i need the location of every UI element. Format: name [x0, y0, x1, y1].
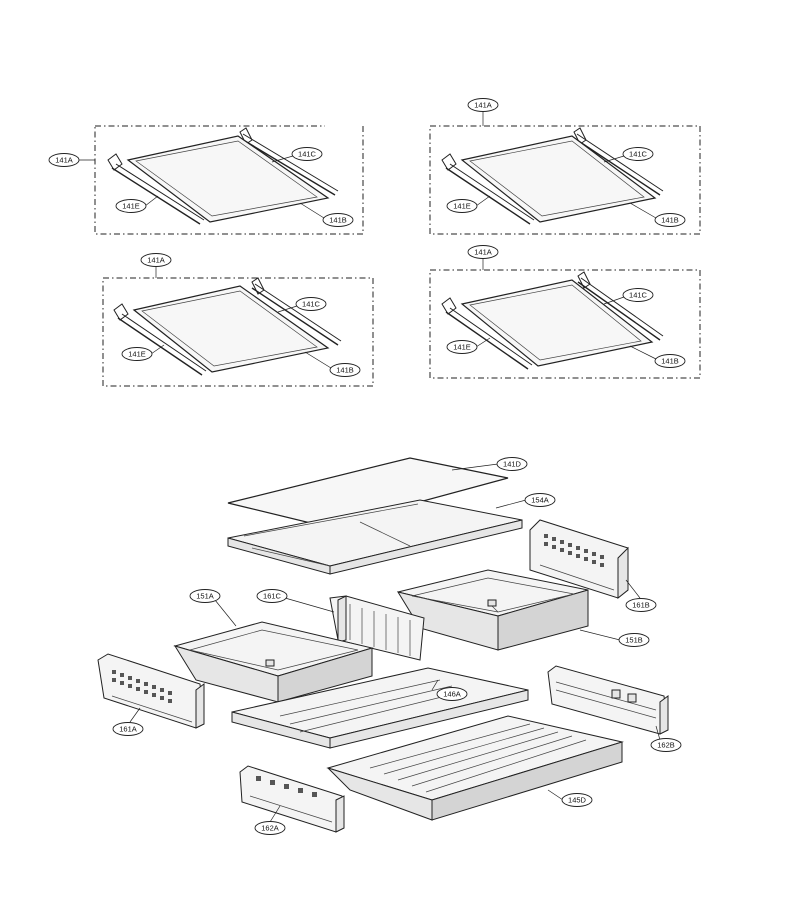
label-141c: 141C [298, 150, 317, 159]
label-151a: 151A [196, 592, 214, 601]
label-crisper-left: 151A [189, 589, 237, 627]
label-141a: 141A [55, 156, 73, 165]
label-141b: 141B [336, 366, 354, 375]
label-161c: 161C [263, 592, 282, 601]
crisper-rail-right-top [529, 519, 629, 600]
crisper-drawer-right [396, 569, 589, 651]
label-shelf-3-rail: 141C [277, 297, 327, 313]
label-141a: 141A [147, 256, 165, 265]
label-rail-right-bottom: 162B [650, 725, 682, 752]
label-141c: 141C [302, 300, 321, 309]
shelf-1-dashed-frame [94, 125, 364, 235]
shelf-1-glass [126, 135, 330, 223]
label-rail-bottom-left: 162A [254, 805, 286, 835]
label-crisper-right: 151B [579, 629, 650, 647]
label-shelf-3-glass: 141B [304, 351, 361, 377]
crisper-divider [329, 595, 425, 661]
label-divider: 161C [256, 589, 335, 613]
shelf-2-glass [460, 135, 657, 223]
shelf-1-rails [107, 127, 339, 225]
label-154a: 154A [531, 496, 549, 505]
label-shelf-2-rail: 141C [603, 147, 654, 163]
shelf-4-rails [441, 271, 664, 370]
crisper-rail-left [97, 653, 205, 729]
crisper-mid-cover [231, 667, 529, 749]
crisper-assembly: 141D 154A 161B 161C 151A 151B [97, 457, 682, 835]
crisper-rail-bottom-left [239, 765, 345, 833]
label-145d: 145D [568, 796, 587, 805]
label-141e: 141E [122, 202, 140, 211]
label-141b: 141B [661, 216, 679, 225]
shelf-3-glass [132, 285, 330, 373]
label-141b: 141B [661, 357, 679, 366]
label-162b: 162B [657, 741, 675, 750]
label-141e: 141E [128, 350, 146, 359]
label-141d: 141D [503, 460, 522, 469]
shelf-3-rails [113, 277, 342, 376]
label-141b: 141B [329, 216, 347, 225]
label-shelf-4-side: 141E [446, 337, 491, 354]
label-shelf-1-side: 141E [115, 195, 159, 213]
label-shelf-3-side: 141E [121, 344, 165, 361]
label-141a: 141A [474, 101, 492, 110]
shelf-2-rails [441, 127, 664, 225]
label-161b: 161B [632, 601, 650, 610]
label-141e: 141E [453, 343, 471, 352]
label-cover-frame: 154A [495, 493, 556, 509]
label-glass-top: 141D [451, 457, 528, 471]
shelf-assembly-2: 141A 141C 141E 141B [429, 98, 701, 235]
label-shelf-1-rail: 141C [271, 147, 323, 163]
label-146a: 146A [443, 690, 461, 699]
crisper-drawer-left [173, 621, 374, 703]
label-shelf-1-glass: 141B [299, 202, 354, 227]
shelf-4-glass [460, 279, 654, 367]
label-rail-left: 161A [112, 707, 144, 736]
crisper-glass-top [227, 457, 509, 528]
crisper-cover-frame [227, 499, 523, 575]
bottom-drawer [326, 715, 624, 821]
label-shelf-2-frame: 141A [467, 98, 499, 126]
label-shelf-2-side: 141E [446, 195, 491, 213]
shelf-assembly-4: 141A 141C 141E 141B [429, 245, 701, 379]
label-141c: 141C [629, 291, 648, 300]
label-shelf-2-glass: 141B [629, 202, 686, 227]
label-141a: 141A [474, 248, 492, 257]
label-shelf-4-frame: 141A [467, 245, 499, 270]
shelf-3-dashed-frame [102, 277, 374, 387]
label-mid-cover: 146A [431, 679, 468, 701]
shelf-2-dashed-frame [429, 125, 701, 235]
label-shelf-1-frame: 141A [48, 153, 95, 167]
label-161a: 161A [119, 725, 137, 734]
label-rail-right-top: 161B [625, 579, 657, 612]
label-shelf-3-frame: 141A [140, 253, 172, 278]
label-162a: 162A [261, 824, 279, 833]
label-shelf-4-glass: 141B [629, 345, 686, 368]
label-151b: 151B [625, 636, 643, 645]
shelf-assembly-3: 141A 141C 141E 141B [102, 253, 374, 387]
label-bottom-drawer: 145D [547, 789, 593, 807]
shelf-assembly-1: 141A 141C 141E 141B [48, 125, 364, 235]
label-shelf-4-rail: 141C [603, 288, 654, 305]
label-141c: 141C [629, 150, 648, 159]
crisper-rail-right-bottom [547, 665, 669, 735]
shelf-4-dashed-frame [429, 269, 701, 379]
label-141e: 141E [453, 202, 471, 211]
